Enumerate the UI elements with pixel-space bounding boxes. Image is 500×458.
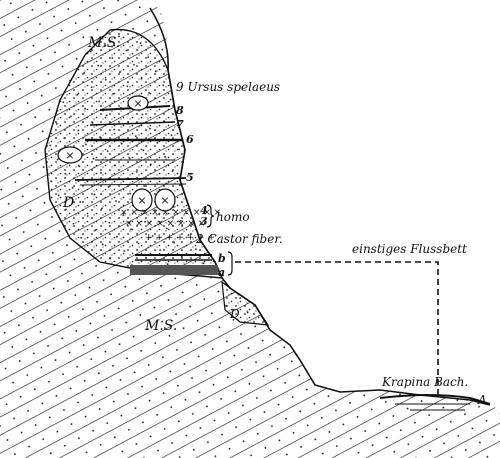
- label-homo: homo: [216, 210, 250, 224]
- label-layer-6: 6: [186, 133, 194, 146]
- label-ms-bottom: M.S.: [144, 318, 177, 334]
- deposit-layer-bands: [74, 105, 187, 186]
- svg-text:×: ×: [137, 194, 146, 207]
- label-layer-b: b: [218, 252, 226, 265]
- find-marker-crosses: × × × ×: [65, 97, 169, 207]
- label-deposit-d: D: [62, 195, 74, 211]
- label-krapina-bach: Krapina Bach.: [381, 375, 468, 389]
- label-layer-8: 8: [176, 104, 184, 117]
- deposit-d-main: [44, 28, 224, 279]
- former-riverbed-dashed-line: [235, 261, 439, 398]
- label-castor-fiber: 2 Castor fiber.: [195, 232, 283, 246]
- label-ms-top: M.S.: [87, 35, 120, 51]
- deposit-d-lower: [221, 280, 270, 326]
- label-layer-a: a: [218, 266, 225, 279]
- svg-text:×: ×: [133, 97, 142, 110]
- svg-text:×: ×: [160, 194, 169, 207]
- find-markers: [57, 95, 176, 212]
- layer-braces: [206, 204, 233, 276]
- label-layer-7: 7: [176, 118, 184, 131]
- svg-text:× × × × × × × × × ×: × × × × × × × × × ×: [120, 208, 221, 218]
- label-deposit-d-lower: D: [229, 307, 240, 321]
- label-einstiges-flussbett: einstiges Flussbett: [352, 242, 467, 256]
- svg-text:× × × × × × × ×: × × × × × × × ×: [125, 219, 205, 229]
- svg-text:×: ×: [65, 149, 74, 162]
- label-layer-5: 5: [186, 171, 194, 184]
- svg-text:+ + + + + + +: + + + + + + +: [145, 233, 215, 243]
- label-layer-3: 3: [200, 215, 208, 228]
- label-point-a: A: [477, 393, 487, 407]
- bottom-layers-ab: [130, 254, 218, 275]
- homo-layer-marks: × × × × × × × × × × × × × × × × × × + + …: [120, 208, 221, 243]
- krapina-stream: [379, 394, 491, 411]
- label-layer-4: 4: [200, 204, 208, 217]
- label-ursus-spelaeus: 9 Ursus spelaeus: [176, 80, 280, 94]
